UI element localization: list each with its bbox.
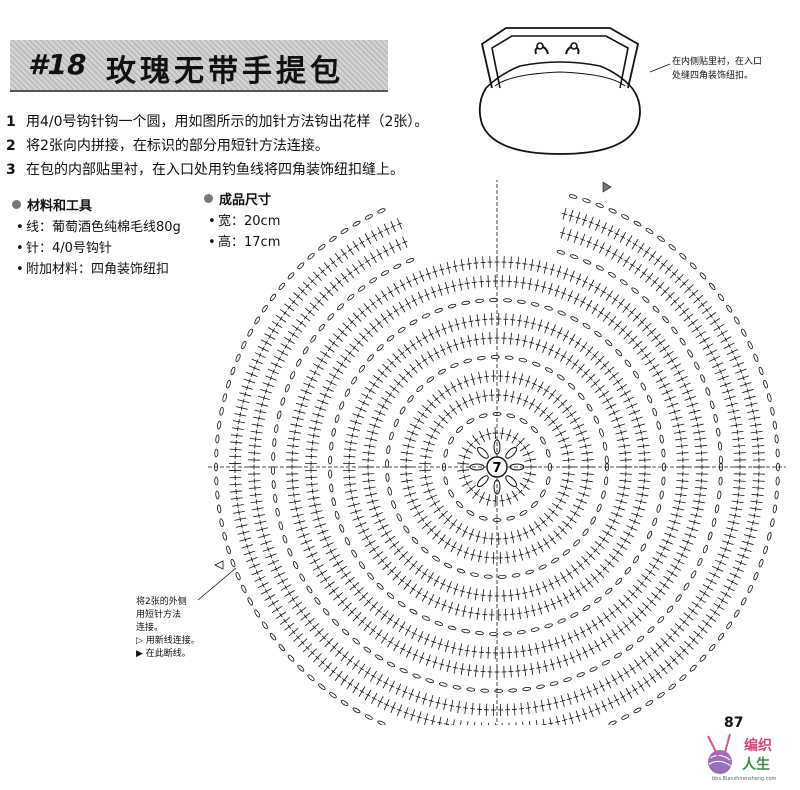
materials-item: 线：葡萄酒色纯棉毛线80g bbox=[12, 217, 182, 238]
crochet-chart bbox=[208, 180, 786, 725]
size-height: 高：17cm bbox=[204, 232, 304, 253]
bag-note: 在内侧贴里衬，在入口处缝四角装饰纽扣。 bbox=[672, 57, 763, 81]
filled-triangle-marker-icon bbox=[602, 181, 612, 193]
join-note-line: 连接。 bbox=[136, 623, 164, 633]
open-triangle-icon: ▷ bbox=[136, 636, 143, 646]
materials-item: 针：4/0号钩针 bbox=[12, 238, 182, 259]
legend-new-yarn: ▷ 用新线连接。 bbox=[136, 636, 200, 646]
join-note: 将2张的外侧 用短针方法 连接。 ▷ 用新线连接。 ▶ 在此断线。 bbox=[136, 596, 200, 661]
center-ring-icon: 7 bbox=[486, 456, 508, 478]
materials-item: 附加材料：四角装饰纽扣 bbox=[12, 259, 182, 280]
materials-heading: 材料和工具 bbox=[12, 196, 182, 217]
yarn-ball-icon bbox=[707, 733, 732, 774]
bag-illustration-icon bbox=[478, 27, 671, 155]
leader-line bbox=[197, 567, 237, 601]
center-ring-label: 7 bbox=[492, 461, 501, 476]
page-title: 玫瑰无带手提包 bbox=[106, 54, 344, 89]
size-heading: 成品尺寸 bbox=[204, 190, 304, 211]
page-number: 87 bbox=[724, 715, 744, 731]
size-section: 成品尺寸 宽：20cm 高：17cm bbox=[204, 190, 304, 253]
stitch-rounds bbox=[208, 180, 786, 725]
title-bar: #18 玫瑰无带手提包 bbox=[10, 40, 388, 92]
filled-triangle-icon: ▶ bbox=[136, 649, 143, 659]
size-width: 宽：20cm bbox=[204, 211, 304, 232]
logo-line-2: 人生 bbox=[742, 757, 770, 773]
join-note-line: 用短针方法 bbox=[136, 610, 182, 620]
legend-cut-yarn: ▶ 在此断线。 bbox=[136, 649, 191, 659]
join-note-line: 将2张的外侧 bbox=[136, 597, 187, 607]
pattern-number: #18 bbox=[28, 48, 87, 81]
logo-url: bbs.Bianzhirensheng.com bbox=[712, 776, 777, 782]
open-triangle-marker-icon bbox=[214, 560, 224, 570]
materials-section: 材料和工具 线：葡萄酒色纯棉毛线80g 针：4/0号钩针 附加材料：四角装饰纽扣 bbox=[12, 196, 182, 280]
logo-line-1: 编织 bbox=[744, 738, 772, 754]
